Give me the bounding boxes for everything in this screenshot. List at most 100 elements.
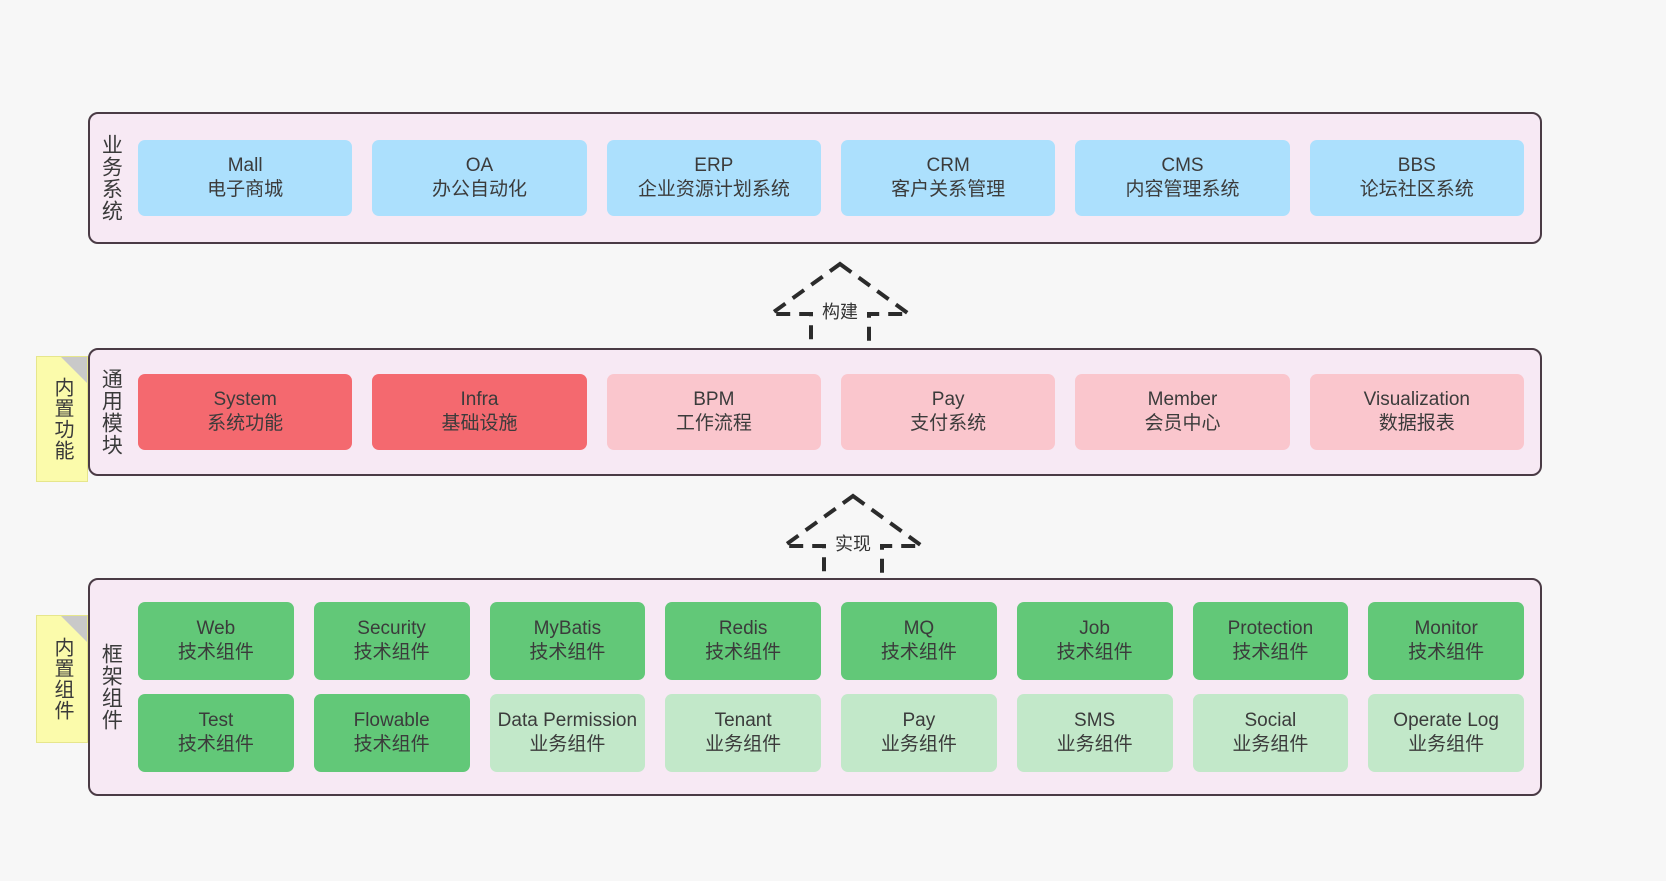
card-bpm[interactable]: BPM 工作流程 — [606, 374, 821, 450]
card-grid-common-modules: System 系统功能 Infra 基础设施 BPM 工作流程 Pay 支付系统… — [130, 350, 1540, 474]
card-title: Test — [198, 710, 234, 732]
card-tenant[interactable]: Tenant 业务组件 — [665, 694, 821, 772]
card-subtitle: 技术组件 — [1056, 642, 1133, 663]
card-pay[interactable]: Pay 支付系统 — [840, 374, 1056, 450]
sticky-note-builtin-components: 内置组件 — [36, 615, 88, 743]
card-title: CMS — [1161, 155, 1204, 177]
card-subtitle: 电子商城 — [207, 179, 284, 200]
connector-label-implement: 实现 — [835, 534, 871, 554]
card-data-permission[interactable]: Data Permission 业务组件 — [489, 694, 646, 772]
card-title: ERP — [694, 155, 734, 177]
card-oa[interactable]: OA 办公自动化 — [372, 140, 587, 216]
card-row: Web 技术组件 Security 技术组件 MyBatis 技术组件 Redi… — [138, 602, 1524, 680]
card-security[interactable]: Security 技术组件 — [313, 602, 470, 680]
page-fold-icon — [61, 357, 87, 383]
card-subtitle: 企业资源计划系统 — [637, 179, 790, 200]
card-row: Mall 电子商城 OA 办公自动化 ERP 企业资源计划系统 CRM 客户关系… — [138, 140, 1524, 216]
connector-label-build: 构建 — [822, 302, 858, 322]
card-bbs[interactable]: BBS 论坛社区系统 — [1309, 140, 1524, 216]
card-title: Tenant — [714, 710, 772, 732]
card-subtitle: 业务组件 — [705, 734, 782, 755]
card-title: Infra — [460, 389, 499, 411]
generalization-arrow-implement: 实现 — [778, 490, 928, 585]
card-title: Monitor — [1414, 618, 1478, 640]
card-subtitle: 业务组件 — [1232, 734, 1309, 755]
card-subtitle: 工作流程 — [675, 413, 752, 434]
card-cms[interactable]: CMS 内容管理系统 — [1075, 140, 1290, 216]
card-title: Redis — [718, 618, 768, 640]
card-subtitle: 系统功能 — [207, 413, 284, 434]
card-redis[interactable]: Redis 技术组件 — [665, 602, 821, 680]
card-subtitle: 业务组件 — [1408, 734, 1485, 755]
card-test[interactable]: Test 技术组件 — [138, 694, 294, 772]
card-subtitle: 业务组件 — [529, 734, 606, 755]
layer-business-systems: 业务系统 Mall 电子商城 OA 办公自动化 ERP 企业资源计划系统 CRM… — [88, 112, 1542, 244]
layer-common-modules: 通用模块 System 系统功能 Infra 基础设施 BPM 工作流程 Pay… — [88, 348, 1542, 476]
card-title: CRM — [926, 155, 970, 177]
card-title: Social — [1244, 710, 1297, 732]
card-subtitle: 客户关系管理 — [891, 179, 1006, 200]
card-subtitle: 技术组件 — [353, 734, 430, 755]
card-subtitle: 数据报表 — [1378, 413, 1455, 434]
card-grid-framework-components: Web 技术组件 Security 技术组件 MyBatis 技术组件 Redi… — [130, 580, 1540, 794]
card-subtitle: 技术组件 — [1232, 642, 1309, 663]
card-title: BPM — [693, 389, 735, 411]
card-row: System 系统功能 Infra 基础设施 BPM 工作流程 Pay 支付系统… — [138, 374, 1524, 450]
card-subtitle: 技术组件 — [880, 642, 957, 663]
card-subtitle: 技术组件 — [177, 642, 254, 663]
card-subtitle: 技术组件 — [1408, 642, 1485, 663]
layer-title-business-systems: 业务系统 — [99, 134, 123, 222]
card-member[interactable]: Member 会员中心 — [1075, 374, 1290, 450]
card-title: Data Permission — [497, 710, 638, 732]
card-flowable[interactable]: Flowable 技术组件 — [313, 694, 470, 772]
card-subtitle: 技术组件 — [177, 734, 254, 755]
card-mq[interactable]: MQ 技术组件 — [841, 602, 997, 680]
sticky-note-builtin-features: 内置功能 — [36, 356, 88, 482]
card-job[interactable]: Job 技术组件 — [1016, 602, 1173, 680]
sticky-note-label: 内置组件 — [51, 637, 73, 721]
card-social[interactable]: Social 业务组件 — [1192, 694, 1349, 772]
card-subtitle: 技术组件 — [529, 642, 606, 663]
card-subtitle: 论坛社区系统 — [1359, 179, 1474, 200]
card-mybatis[interactable]: MyBatis 技术组件 — [489, 602, 646, 680]
card-title: Security — [357, 618, 426, 640]
card-subtitle: 支付系统 — [910, 413, 987, 434]
card-title: Flowable — [353, 710, 430, 732]
card-erp[interactable]: ERP 企业资源计划系统 — [606, 140, 821, 216]
card-title: Mall — [227, 155, 263, 177]
layer-title-framework-components: 框架组件 — [99, 643, 123, 731]
card-title: Visualization — [1363, 389, 1470, 411]
card-title: Pay — [902, 710, 936, 732]
card-subtitle: 办公自动化 — [431, 179, 527, 200]
card-title: System — [213, 389, 277, 411]
card-protection[interactable]: Protection 技术组件 — [1192, 602, 1349, 680]
layer-framework-components: 框架组件 Web 技术组件 Security 技术组件 MyBatis 技术组件… — [88, 578, 1542, 796]
card-pay-component[interactable]: Pay 业务组件 — [841, 694, 997, 772]
card-subtitle: 业务组件 — [880, 734, 957, 755]
card-crm[interactable]: CRM 客户关系管理 — [840, 140, 1056, 216]
card-web[interactable]: Web 技术组件 — [138, 602, 294, 680]
card-operate-log[interactable]: Operate Log 业务组件 — [1368, 694, 1524, 772]
card-title: Web — [196, 618, 236, 640]
card-title: Protection — [1227, 618, 1314, 640]
card-infra[interactable]: Infra 基础设施 — [372, 374, 587, 450]
card-title: Job — [1079, 618, 1110, 640]
card-subtitle: 内容管理系统 — [1125, 179, 1240, 200]
page-fold-icon — [61, 616, 87, 642]
layer-title-common-modules: 通用模块 — [99, 368, 123, 456]
card-visualization[interactable]: Visualization 数据报表 — [1309, 374, 1524, 450]
sticky-note-label: 内置功能 — [51, 377, 73, 461]
card-title: MQ — [903, 618, 935, 640]
card-subtitle: 技术组件 — [353, 642, 430, 663]
card-grid-business-systems: Mall 电子商城 OA 办公自动化 ERP 企业资源计划系统 CRM 客户关系… — [130, 114, 1540, 242]
card-subtitle: 基础设施 — [441, 413, 518, 434]
card-subtitle: 业务组件 — [1056, 734, 1133, 755]
card-monitor[interactable]: Monitor 技术组件 — [1368, 602, 1524, 680]
card-mall[interactable]: Mall 电子商城 — [138, 140, 353, 216]
generalization-arrow-build: 构建 — [765, 258, 915, 353]
card-sms[interactable]: SMS 业务组件 — [1016, 694, 1173, 772]
card-title: Member — [1147, 389, 1218, 411]
card-row: Test 技术组件 Flowable 技术组件 Data Permission … — [138, 694, 1524, 772]
card-system[interactable]: System 系统功能 — [138, 374, 353, 450]
